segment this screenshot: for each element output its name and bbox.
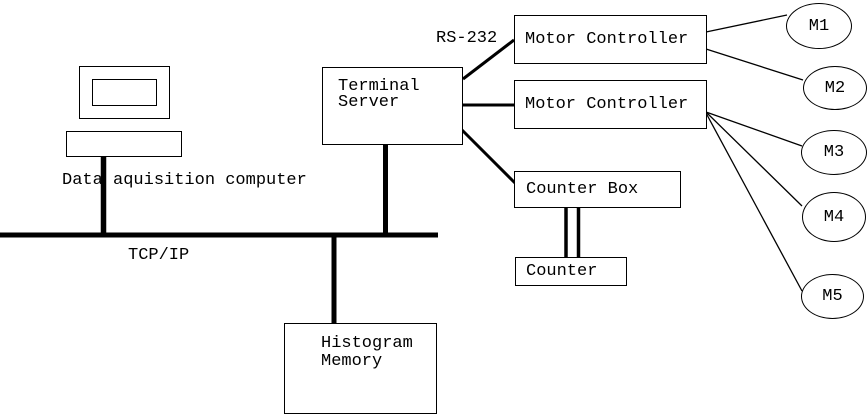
motor-m1-node: M1 [786, 3, 852, 49]
counter-label: Counter [526, 262, 598, 281]
ts-to-motor-controller-1 [462, 38, 515, 81]
motor-m3-label: M3 [823, 143, 845, 162]
counter-box-node: Counter Box [514, 171, 681, 208]
histogram-memory-node: Histogram Memory [284, 323, 437, 414]
motor-m4-label: M4 [823, 207, 845, 227]
mc2-to-m5 [705, 112, 803, 292]
motor-m5-node: M5 [801, 274, 864, 319]
motor-controller-2-node: Motor Controller [514, 80, 707, 129]
motor-m5-label: M5 [822, 287, 843, 306]
terminal-server-node: Terminal Server [322, 67, 463, 145]
motor-controller-1-label: Motor Controller [525, 30, 689, 49]
motor-m2-label: M2 [824, 78, 846, 98]
mc2-to-m3 [705, 111, 803, 147]
ts-to-counter-box [460, 128, 517, 185]
mc1-to-m2 [705, 48, 804, 81]
counter-box-label: Counter Box [526, 180, 639, 199]
rs232-label: RS-232 [436, 29, 498, 48]
mc2-to-m4 [705, 111, 803, 207]
motor-m3-node: M3 [801, 130, 867, 175]
computer-label: Data aquisition computer [62, 171, 307, 190]
motor-controller-1-node: Motor Controller [514, 15, 707, 64]
motor-m2-node: M2 [803, 66, 867, 110]
motor-m4-node: M4 [802, 192, 866, 242]
computer-screen-icon [92, 79, 157, 106]
motor-m1-label: M1 [808, 16, 830, 36]
mc1-to-m1 [705, 14, 788, 33]
motor-controller-2-label: Motor Controller [525, 95, 689, 114]
computer-keyboard-icon [66, 131, 182, 157]
tcpip-bus-label: TCP/IP [128, 246, 190, 265]
counter-node: Counter [515, 257, 627, 286]
